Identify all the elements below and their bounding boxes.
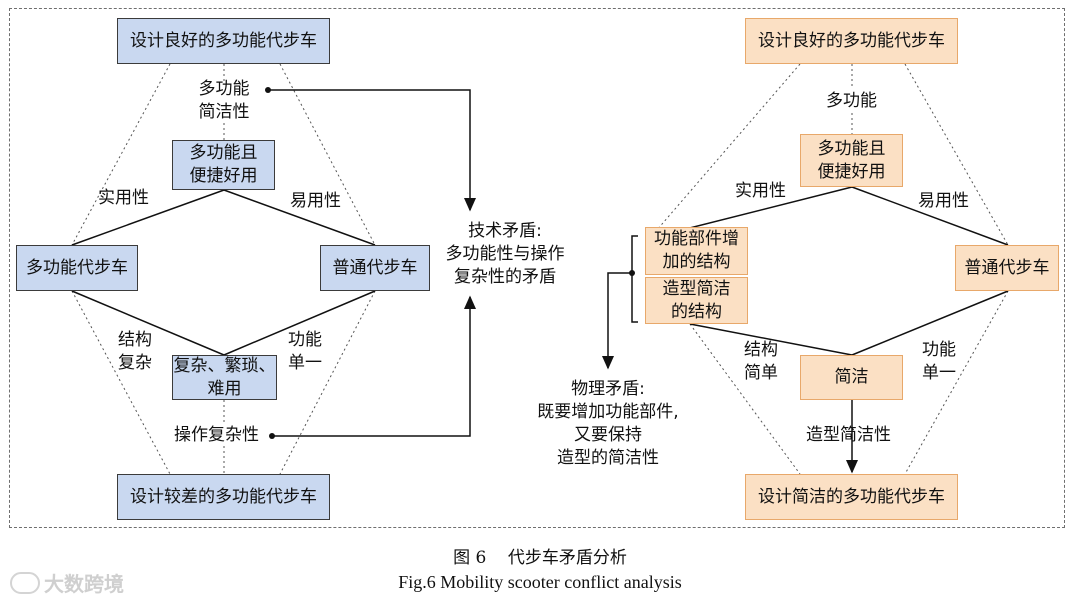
right-upper-mid-node: 多功能且 便捷好用 [800,134,903,187]
right-top-node: 设计良好的多功能代步车 [745,18,958,64]
left-lower-mid-node: 复杂、繁琐、 难用 [172,355,277,400]
right-ordinary-node: 普通代步车 [955,245,1059,291]
left-single-function-label: 功能 单一 [288,330,322,373]
right-simple-structure-label: 结构 简单 [744,340,778,383]
right-bottom-label: 造型简洁性 [806,425,891,445]
left-upper-mid-node: 多功能且 便捷好用 [172,140,275,190]
right-practicality-label: 实用性 [735,181,786,201]
left-bottom-node: 设计较差的多功能代步车 [117,474,330,520]
left-bottom-label: 操作复杂性 [174,425,259,445]
right-single-function-label: 功能 单一 [922,340,956,383]
left-ordinary-node: 普通代步车 [320,245,430,291]
diagram-frame [9,8,1065,528]
figure-caption-en: Fig.6 Mobility scooter conflict analysis [398,572,682,592]
left-top-label: 多功能 简洁性 [198,79,250,122]
left-practicality-label: 实用性 [98,188,149,208]
right-bottom-node: 设计简洁的多功能代步车 [745,474,958,520]
technical-contradiction-label: 技术矛盾: 多功能性与操作 复杂性的矛盾 [445,221,565,287]
right-usability-label: 易用性 [918,191,969,211]
watermark-logo-icon [10,571,40,594]
left-complex-structure-label: 结构 复杂 [118,330,152,373]
physical-contradiction-label: 物理矛盾: 既要增加功能部件, 又要保持 造型的简洁性 [537,379,679,468]
left-top-node: 设计良好的多功能代步车 [117,18,330,64]
watermark-text: 大数跨境 [44,572,124,596]
right-lower-mid-node: 简洁 [800,355,903,400]
right-simple-shape-structure-node: 造型简洁 的结构 [645,277,748,324]
right-top-label: 多功能 [826,91,877,111]
watermark: 大数跨境 [10,568,124,597]
left-usability-label: 易用性 [290,191,341,211]
left-multifunction-node: 多功能代步车 [16,245,138,291]
right-function-structure-node: 功能部件增 加的结构 [645,227,748,275]
figure-caption-cn: 图 6 代步车矛盾分析 [453,548,627,568]
